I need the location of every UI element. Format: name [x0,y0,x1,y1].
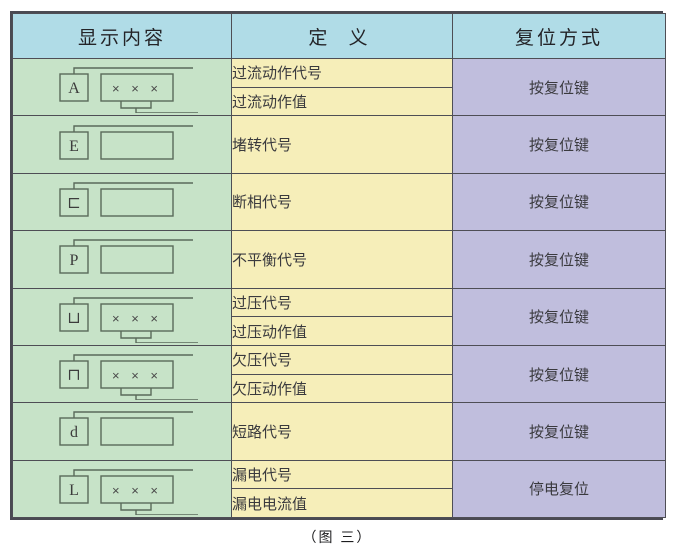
definition-cell: 过流动作代号 [231,58,453,88]
definition-cell: 不平衡代号 [231,230,453,289]
svg-text:P: P [70,252,79,269]
display-symbol-cell: d [12,402,232,461]
svg-text:d: d [70,424,78,441]
svg-text:× × ×: × × × [112,311,162,326]
display-symbol-graphic: d [33,403,211,459]
definition-cell: 短路代号 [231,402,453,461]
table-row: 漏电电流值 [13,488,666,518]
table-row: d 短路代号按复位键 [12,402,666,461]
svg-text:⊏: ⊏ [67,195,81,212]
header-reset: 复位方式 [452,13,666,59]
display-symbol-cell: E [12,115,232,174]
svg-text:× × ×: × × × [112,483,162,498]
svg-text:× × ×: × × × [112,368,162,383]
reset-method-cell: 按复位键 [452,172,666,232]
table-row: ⊔ × × × 过压代号按复位键 [12,287,666,346]
header-definition: 定 义 [231,13,453,59]
svg-text:⊓: ⊓ [67,367,80,384]
reset-method-cell: 按复位键 [452,402,666,461]
definition-cell: 过压动作值 [231,316,453,346]
definition-cell: 堵转代号 [231,115,453,174]
reset-method-cell: 按复位键 [452,115,666,174]
table-row: L × × × 漏电代号停电复位 [12,459,666,519]
table-row: ⊏ 断相代号按复位键 [12,172,666,232]
display-symbol-cell: P [12,230,232,289]
table-row: E 堵转代号按复位键 [12,115,666,174]
reset-method-cell: 按复位键 [452,287,666,346]
svg-text:A: A [68,80,80,97]
display-symbol-cell: A × × × [12,57,232,117]
figure-caption: （图 三） [302,529,373,545]
table-row: 过压动作值 [13,316,666,346]
svg-text:⊔: ⊔ [67,310,80,327]
display-symbol-graphic: ⊓ × × × [33,346,211,402]
reset-method-cell: 停电复位 [452,459,666,519]
reset-method-cell: 按复位键 [452,230,666,289]
reset-method-cell: 按复位键 [452,57,666,117]
display-symbol-cell: ⊏ [12,172,232,232]
definition-cell: 漏电代号 [231,459,453,490]
header-display: 显示内容 [12,13,232,59]
display-symbol-graphic: ⊔ × × × [33,289,211,345]
display-symbol-graphic: ⊏ [33,174,211,230]
display-symbol-cell: L × × × [12,459,232,519]
table-head: 显示内容 定 义 复位方式 [12,13,666,59]
reset-method-cell: 按复位键 [452,344,666,404]
table-row: ⊓ × × × 欠压代号按复位键 [12,344,666,404]
table-row: A × × × 过流动作代号按复位键 [12,57,666,117]
display-symbol-cell: ⊔ × × × [12,287,232,346]
table-row: 过流动作值 [13,86,666,117]
definition-cell: 欠压代号 [231,344,453,375]
table-row: 欠压动作值 [13,373,666,404]
display-symbol-graphic: L × × × [33,461,211,517]
definition-cell: 断相代号 [231,172,453,232]
display-symbol-graphic: P [33,231,211,287]
display-symbol-graphic: E [33,116,211,172]
svg-text:E: E [69,138,79,155]
display-symbol-graphic: A × × × [33,59,211,115]
definition-cell: 过压代号 [231,287,453,318]
display-symbol-cell: ⊓ × × × [12,344,232,404]
header-row: 显示内容 定 义 复位方式 [12,13,666,59]
definition-cell: 漏电电流值 [231,488,453,518]
definition-cell: 欠压动作值 [231,373,453,404]
svg-text:× × ×: × × × [112,81,162,96]
svg-text:L: L [69,482,79,499]
definition-cell: 过流动作值 [231,86,453,117]
table-row: P 不平衡代号按复位键 [12,230,666,289]
